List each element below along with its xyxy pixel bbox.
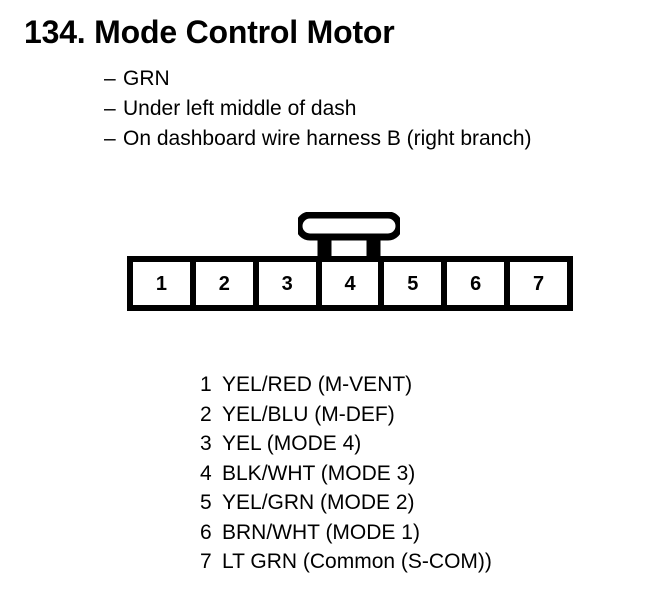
description-line-text: GRN <box>123 67 170 90</box>
pin-cell: 3 <box>259 262 322 305</box>
pin-number: 6 <box>470 272 482 295</box>
dash-bullet-icon: – <box>104 127 116 150</box>
pin-number: 5 <box>407 272 419 295</box>
description-line-text: On dashboard wire harness B (right branc… <box>123 127 532 150</box>
dash-bullet-icon: – <box>104 97 116 120</box>
description-line: – GRN <box>104 64 664 94</box>
connector-latch-tab-icon <box>298 212 400 256</box>
pin-legend-row: 2 YEL/BLU (M-DEF) <box>200 400 492 430</box>
pin-legend-number: 3 <box>200 432 212 455</box>
connector-body: 1 2 3 4 5 6 7 <box>127 256 573 311</box>
connector-diagram: 1 2 3 4 5 6 7 <box>127 210 573 312</box>
pin-cell: 1 <box>133 262 196 305</box>
pin-legend-number: 5 <box>200 491 212 514</box>
pin-number: 4 <box>344 272 356 295</box>
pin-legend-number: 4 <box>200 461 212 485</box>
pin-legend-label: YEL (MODE 4) <box>222 432 362 455</box>
pin-cell: 2 <box>196 262 259 305</box>
pin-legend-number: 2 <box>200 402 212 426</box>
dash-bullet-icon: – <box>104 67 116 90</box>
pin-legend-row: 1 YEL/RED (M-VENT) <box>200 370 492 400</box>
pin-legend-label: LT GRN (Common (S-COM)) <box>222 550 492 573</box>
pin-legend-label: YEL/RED (M-VENT) <box>222 373 413 396</box>
description-line-text: Under left middle of dash <box>123 97 357 120</box>
description-line: – On dashboard wire harness B (right bra… <box>104 124 664 154</box>
pin-legend-row: 4 BLK/WHT (MODE 3) <box>200 459 492 489</box>
description-list: – GRN – Under left middle of dash – On d… <box>104 64 664 154</box>
pin-legend-label: BLK/WHT (MODE 3) <box>222 461 416 485</box>
pin-legend-label: YEL/BLU (M-DEF) <box>222 402 395 426</box>
pin-number: 1 <box>155 272 167 295</box>
pin-number: 7 <box>533 272 545 295</box>
pin-legend-list: 1 YEL/RED (M-VENT) 2 YEL/BLU (M-DEF) 3 Y… <box>200 370 492 577</box>
connector-latch-shape <box>298 212 400 256</box>
pin-legend-label: YEL/GRN (MODE 2) <box>222 491 415 514</box>
pin-cell: 6 <box>447 262 511 305</box>
pin-legend-row: 3 YEL (MODE 4) <box>200 429 492 459</box>
pin-legend-number: 6 <box>200 520 212 544</box>
pin-cell: 7 <box>510 262 567 305</box>
pin-legend-label: BRN/WHT (MODE 1) <box>222 520 420 544</box>
pin-number: 3 <box>281 272 293 295</box>
pin-cell: 4 <box>322 262 385 305</box>
description-line: – Under left middle of dash <box>104 94 664 124</box>
pin-legend-number: 7 <box>200 550 212 573</box>
pin-cell: 5 <box>384 262 448 305</box>
pin-legend-row: 5 YEL/GRN (MODE 2) <box>200 488 492 518</box>
pin-legend-number: 1 <box>200 373 212 396</box>
pin-number: 2 <box>218 272 230 295</box>
pin-legend-row: 7 LT GRN (Common (S-COM)) <box>200 547 492 577</box>
page-title: 134. Mode Control Motor <box>24 14 395 50</box>
pin-legend-row: 6 BRN/WHT (MODE 1) <box>200 518 492 548</box>
